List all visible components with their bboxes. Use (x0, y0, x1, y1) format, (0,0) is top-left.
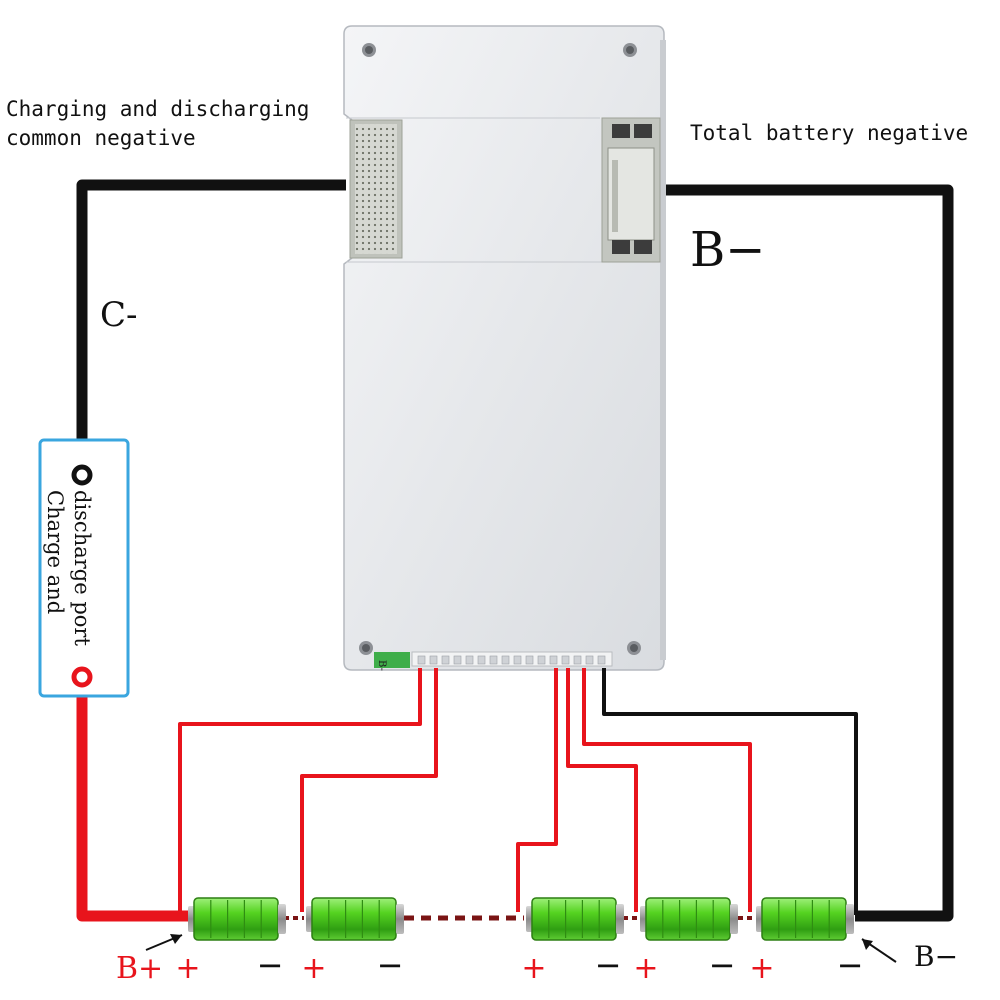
battery-cells (188, 897, 854, 941)
terminal-plus-label: + (633, 951, 658, 986)
port-label-line1: discharge port (70, 490, 94, 646)
balance-wire-4 (566, 668, 638, 912)
terminal-plus-label: + (301, 951, 326, 986)
label-total-battery-negative: Total battery negative (690, 121, 968, 145)
screw-top-left (362, 43, 376, 57)
positive-wires (76, 668, 752, 922)
battery-cell-4 (640, 897, 738, 941)
label-b-plus-group: B+ (116, 934, 183, 986)
screw-bottom-right (627, 641, 641, 655)
battery-cell-1 (188, 897, 286, 941)
battery-cell-2 (306, 897, 404, 941)
screw-bottom-left (359, 641, 373, 655)
label-b-minus-bottom-group: B− (861, 938, 958, 973)
balance-wire-3 (516, 668, 558, 912)
c-minus-wire (76, 179, 346, 474)
label-c-minus: C- (100, 295, 138, 335)
port-positive-terminal (71, 666, 93, 688)
terminal-minus-label: − (257, 946, 284, 984)
terminal-labels: +−+−+−+−+− (175, 946, 863, 986)
svg-text:B-: B- (376, 660, 387, 671)
b-plus-wire (76, 678, 188, 922)
b-minus-connector (601, 117, 661, 263)
label-b-plus: B+ (116, 951, 163, 986)
battery-cell-3 (526, 897, 624, 941)
balance-wire-5 (582, 668, 752, 912)
charge-discharge-port: discharge port Charge and (38, 438, 130, 698)
balance-connector: B- (374, 651, 613, 671)
terminal-minus-label: − (595, 946, 622, 984)
label-common-negative-line2: common negative (6, 126, 196, 150)
b-minus-balance-wire (602, 668, 858, 915)
balance-wire-1 (178, 668, 422, 912)
terminal-plus-label: + (175, 951, 200, 986)
battery-cell-5 (756, 897, 854, 941)
b-minus-main-wire (666, 184, 954, 922)
port-negative-terminal (71, 464, 93, 486)
terminal-minus-label: − (709, 946, 736, 984)
negative-wires (76, 179, 954, 922)
terminal-minus-label: − (837, 946, 864, 984)
balance-wire-2 (300, 668, 438, 912)
port-label-line2: Charge and (43, 490, 67, 614)
bms-board: B- (343, 25, 666, 671)
terminal-minus-label: − (377, 946, 404, 984)
screw-top-right (623, 43, 637, 57)
terminal-plus-label: + (521, 951, 546, 986)
label-b-minus-large: B− (690, 222, 766, 278)
label-b-minus-bottom: B− (914, 940, 958, 973)
label-common-negative-line1: Charging and discharging (6, 97, 309, 121)
terminal-plus-label: + (749, 951, 774, 986)
c-minus-connector (349, 119, 403, 259)
